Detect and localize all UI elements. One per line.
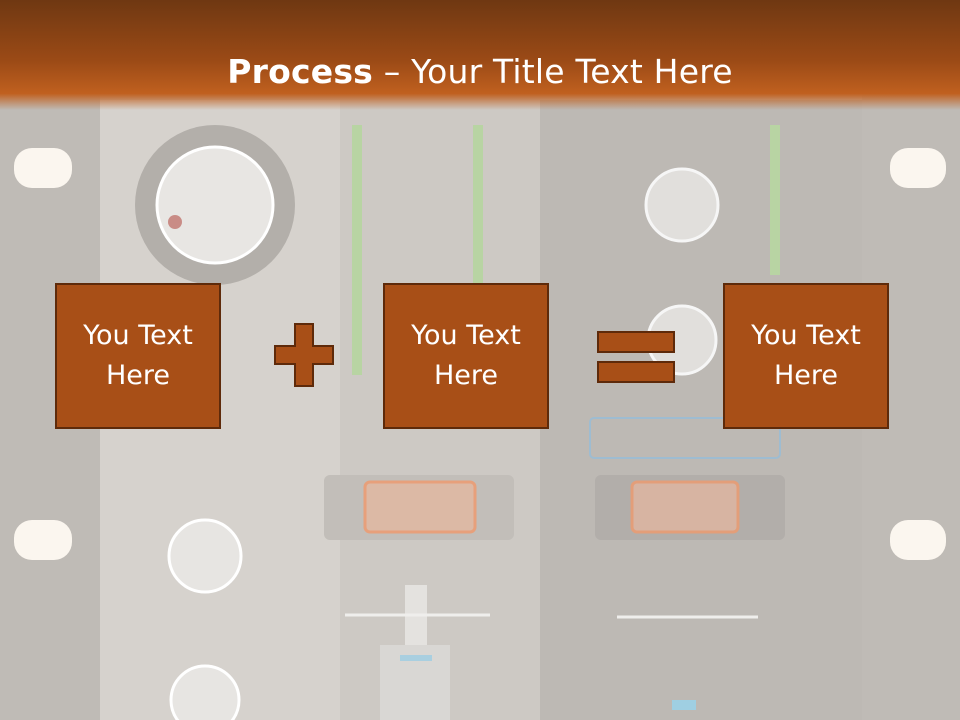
title-bold: Process bbox=[227, 52, 374, 91]
equals-icon bbox=[597, 331, 675, 383]
process-box-3[interactable]: You Text Here bbox=[723, 283, 889, 429]
process-box-2-text: You Text Here bbox=[411, 320, 521, 391]
slide-title: Process – Your Title Text Here bbox=[0, 52, 960, 91]
process-box-1-text: You Text Here bbox=[83, 320, 193, 391]
process-box-2[interactable]: You Text Here bbox=[383, 283, 549, 429]
process-box-1[interactable]: You Text Here bbox=[55, 283, 221, 429]
title-rest: – Your Title Text Here bbox=[373, 52, 733, 91]
plus-icon bbox=[274, 323, 334, 387]
title-bar bbox=[0, 0, 960, 110]
process-box-3-text: You Text Here bbox=[751, 320, 861, 391]
